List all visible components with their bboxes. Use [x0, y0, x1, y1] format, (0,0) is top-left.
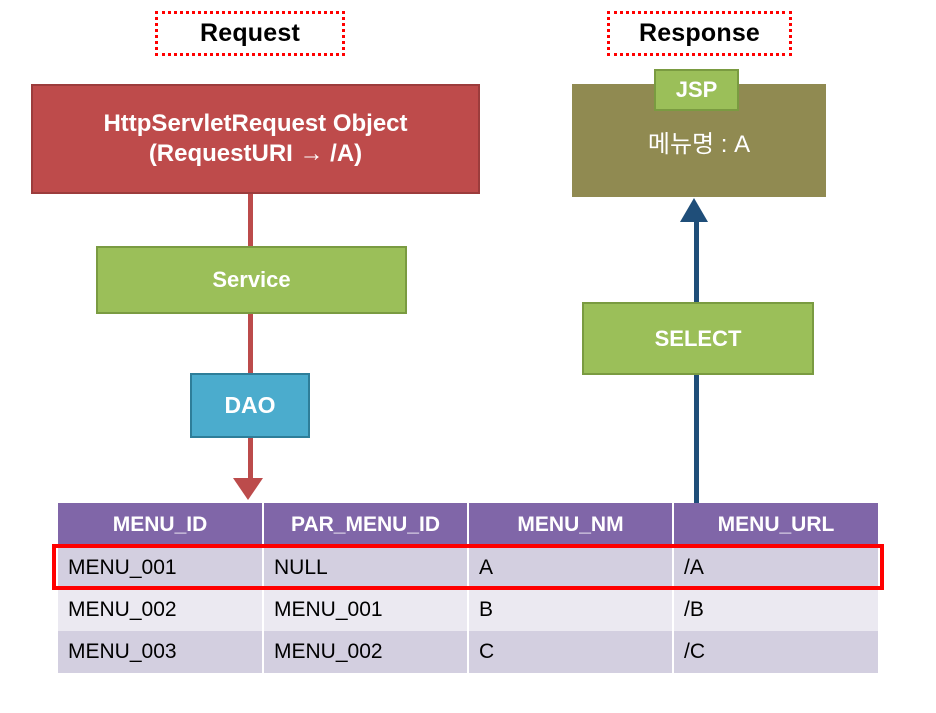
request-section-label: Request: [155, 11, 345, 56]
jsp-tag-box: JSP: [654, 69, 739, 111]
connector-request-to-service: [248, 190, 253, 252]
table-row: MENU_003 MENU_002 C /C: [58, 631, 878, 673]
column-header-menu-url: MENU_URL: [673, 503, 878, 547]
arrow-up-icon: [680, 198, 708, 222]
cell-menu-nm: C: [468, 631, 674, 673]
table-row: MENU_002 MENU_001 B /B: [58, 589, 878, 631]
cell-menu-url: /B: [673, 589, 878, 631]
cell-menu-url: /A: [673, 547, 878, 589]
http-servlet-request-box: HttpServletRequest Object (RequestURI → …: [31, 84, 480, 194]
cell-par-menu-id: MENU_002: [263, 631, 469, 673]
request-box-line2: (RequestURI → /A): [148, 140, 363, 167]
response-section-label: Response: [607, 11, 792, 56]
connector-select-to-jsp: [694, 220, 699, 304]
cell-menu-nm: A: [468, 547, 674, 589]
cell-menu-id: MENU_002: [58, 589, 264, 631]
cell-menu-nm: B: [468, 589, 674, 631]
table-row: MENU_001 NULL A /A: [58, 547, 878, 589]
dao-box: DAO: [190, 373, 310, 438]
cell-menu-url: /C: [673, 631, 878, 673]
table-header-row: MENU_ID PAR_MENU_ID MENU_NM MENU_URL: [58, 503, 878, 547]
connector-service-to-dao: [248, 310, 253, 378]
connector-table-to-select: [694, 375, 699, 507]
column-header-menu-id: MENU_ID: [58, 503, 264, 547]
cell-menu-id: MENU_001: [58, 547, 264, 589]
column-header-menu-nm: MENU_NM: [468, 503, 674, 547]
menu-table: MENU_ID PAR_MENU_ID MENU_NM MENU_URL MEN…: [58, 503, 878, 673]
connector-dao-to-table: [248, 434, 253, 482]
cell-par-menu-id: NULL: [263, 547, 469, 589]
jsp-rendered-text: 메뉴명 : A: [647, 131, 751, 158]
arrow-down-icon: [233, 478, 263, 500]
request-box-line1: HttpServletRequest Object: [103, 110, 408, 137]
cell-menu-id: MENU_003: [58, 631, 264, 673]
column-header-par-menu-id: PAR_MENU_ID: [263, 503, 469, 547]
service-box: Service: [96, 246, 407, 314]
select-box: SELECT: [582, 302, 814, 375]
cell-par-menu-id: MENU_001: [263, 589, 469, 631]
